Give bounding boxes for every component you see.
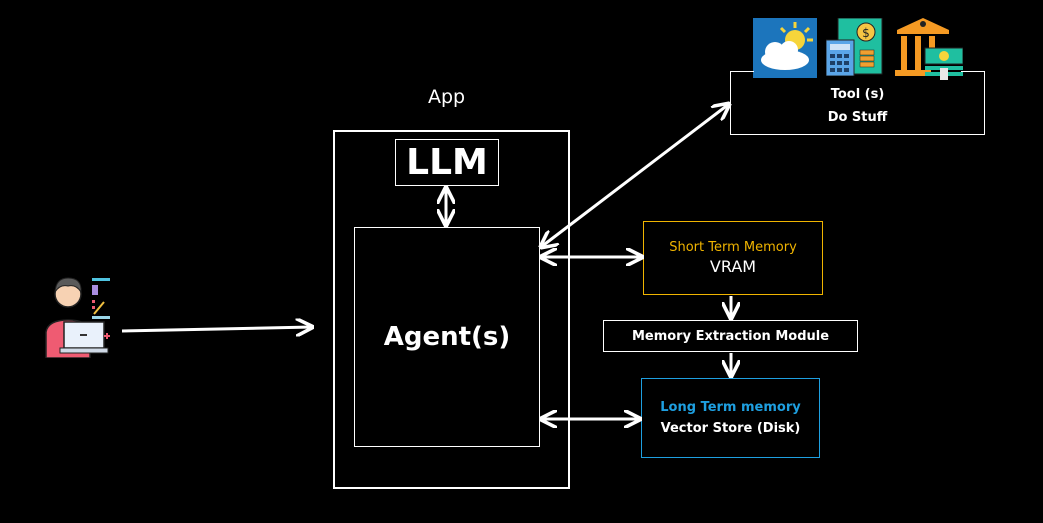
llm-box: LLM <box>395 139 499 186</box>
app-container <box>333 130 570 489</box>
agent-label: Agent(s) <box>383 322 511 352</box>
tools-subtitle: Do Stuff <box>827 109 888 125</box>
finance-calculator-icon: $ <box>825 17 884 77</box>
weather-icon <box>753 18 817 78</box>
bank-money-icon <box>895 14 964 80</box>
llm-label: LLM <box>406 141 488 183</box>
user-to-app-arrow <box>121 327 312 331</box>
tools-title: Tool (s) <box>830 86 885 102</box>
long-term-title: Long Term memory <box>660 400 801 415</box>
user-laptop-icon <box>38 270 114 359</box>
agent-box: Agent(s) <box>354 227 540 447</box>
long-term-memory-box: Long Term memory Vector Store (Disk) <box>641 378 820 458</box>
short-term-subtitle: VRAM <box>709 257 757 276</box>
long-term-subtitle: Vector Store (Disk) <box>660 421 801 436</box>
memory-extraction-box: Memory Extraction Module <box>603 320 858 352</box>
agent-tools-arrow <box>541 104 729 247</box>
svg-text:$: $ <box>862 26 870 40</box>
app-label: App <box>428 86 466 108</box>
memory-extraction-label: Memory Extraction Module <box>631 328 830 344</box>
